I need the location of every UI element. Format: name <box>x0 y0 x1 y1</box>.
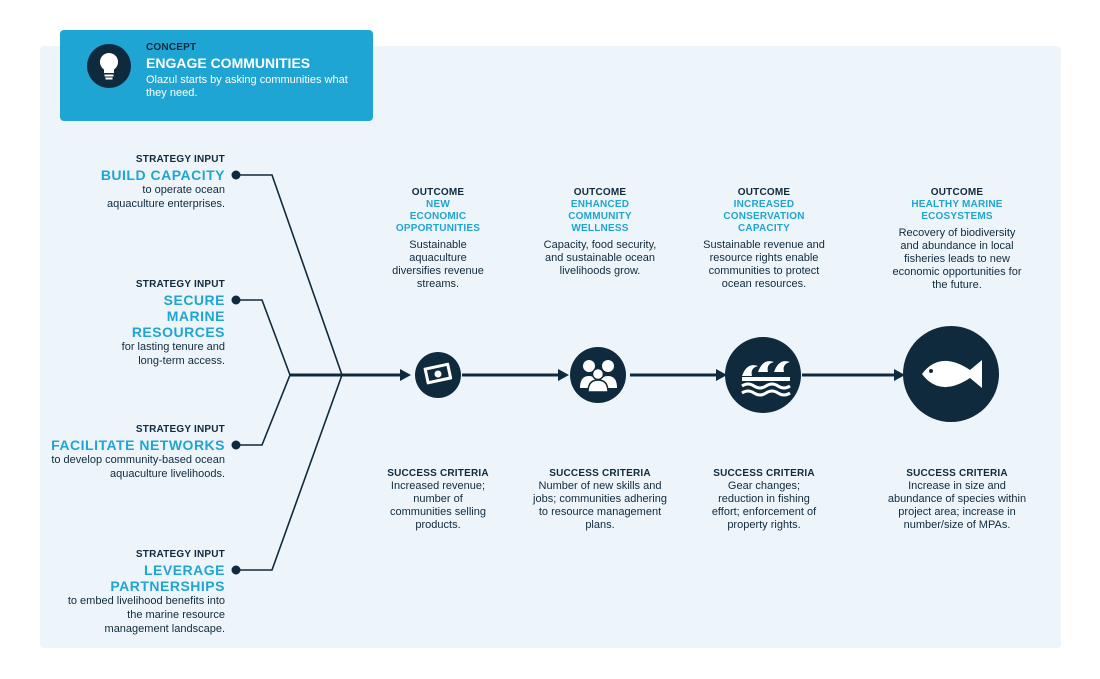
outcome-increased-conservation-capacity: OUTCOME INCREASED CONSERVATION CAPACITY … <box>689 186 839 291</box>
connector-facilitate-networks <box>236 374 291 446</box>
outcome-title: HEALTHY MARINE ECOSYSTEMS <box>911 199 1003 222</box>
arrowhead <box>400 369 411 381</box>
outcome-kicker: OUTCOME <box>737 187 791 198</box>
strategy-input-title: LEVERAGE PARTNERSHIPS <box>110 562 225 594</box>
arrowhead <box>894 369 905 381</box>
connector-leverage-partnerships <box>236 374 343 571</box>
success-criteria-description: Gear changes; reduction in fishing effor… <box>711 480 817 531</box>
strategy-input-description: to develop community-based ocean aquacul… <box>51 454 225 480</box>
outcome-kicker: OUTCOME <box>930 187 984 198</box>
connector-dot <box>231 170 241 180</box>
flow-arrowheads <box>400 369 905 381</box>
strategy-input-build-capacity: STRATEGY INPUT BUILD CAPACITY to operate… <box>10 153 225 211</box>
success-criteria-description: Increase in size and abundance of specie… <box>887 480 1027 531</box>
lightbulb-icon <box>87 44 131 88</box>
success-criteria-2: SUCCESS CRITERIA Number of new skills an… <box>525 467 675 532</box>
outcome-description: Sustainable aquaculture diversifies reve… <box>392 239 484 290</box>
outcome-enhanced-community-wellness: OUTCOME ENHANCED COMMUNITY WELLNESS Capa… <box>525 186 675 278</box>
outcome-title: ENHANCED COMMUNITY WELLNESS <box>568 199 632 234</box>
connector-dot <box>231 565 241 575</box>
strategy-input-kicker: STRATEGY INPUT <box>135 549 225 560</box>
outcome-description: Capacity, food security, and sustainable… <box>543 239 657 277</box>
strategy-input-kicker: STRATEGY INPUT <box>135 424 225 435</box>
success-criteria-description: Increased revenue; number of communities… <box>390 480 486 531</box>
connector-build-capacity <box>236 174 343 376</box>
outcome-kicker: OUTCOME <box>573 187 627 198</box>
concept-description: Olazul starts by asking communities what… <box>146 74 348 99</box>
money-icon <box>415 352 461 398</box>
concept-box: CONCEPT ENGAGE COMMUNITIES Olazul starts… <box>60 30 373 121</box>
success-criteria-kicker: SUCCESS CRITERIA <box>713 468 815 479</box>
outcome-kicker: OUTCOME <box>411 187 465 198</box>
success-criteria-kicker: SUCCESS CRITERIA <box>549 468 651 479</box>
arrowhead <box>716 369 727 381</box>
outcome-description: Sustainable revenue and resource rights … <box>703 239 825 290</box>
people-icon <box>570 347 626 403</box>
outcome-title: NEW ECONOMIC OPPORTUNITIES <box>395 199 481 234</box>
success-criteria-4: SUCCESS CRITERIA Increase in size and ab… <box>882 467 1032 532</box>
strategy-input-title: SECURE MARINE RESOURCES <box>131 292 225 340</box>
strategy-input-title: FACILITATE NETWORKS <box>51 437 225 453</box>
success-criteria-kicker: SUCCESS CRITERIA <box>387 468 489 479</box>
connector-dot <box>231 440 241 450</box>
waves-icon <box>725 337 801 413</box>
strategy-input-description: to operate ocean aquaculture enterprises… <box>106 184 225 210</box>
diagram-panel <box>40 46 1061 648</box>
strategy-input-description: to embed livelihood benefits into the ma… <box>67 595 225 635</box>
outcome-new-economic-opportunities: OUTCOME NEW ECONOMIC OPPORTUNITIES Susta… <box>363 186 513 291</box>
outcome-description: Recovery of biodiversity and abundance i… <box>892 227 1022 291</box>
success-criteria-3: SUCCESS CRITERIA Gear changes; reduction… <box>689 467 839 532</box>
success-criteria-description: Number of new skills and jobs; communiti… <box>533 480 667 531</box>
connector-dot <box>231 295 241 305</box>
success-criteria-1: SUCCESS CRITERIA Increased revenue; numb… <box>363 467 513 532</box>
strategy-input-leverage-partnerships: STRATEGY INPUT LEVERAGE PARTNERSHIPS to … <box>10 548 225 636</box>
success-criteria-kicker: SUCCESS CRITERIA <box>906 468 1008 479</box>
strategy-input-kicker: STRATEGY INPUT <box>135 279 225 290</box>
strategy-input-facilitate-networks: STRATEGY INPUT FACILITATE NETWORKS to de… <box>10 423 225 481</box>
strategy-input-kicker: STRATEGY INPUT <box>135 154 225 165</box>
strategy-input-description: for lasting tenure and long-term access. <box>121 341 225 367</box>
strategy-input-secure-marine-resources: STRATEGY INPUT SECURE MARINE RESOURCES f… <box>10 278 225 368</box>
concept-title: ENGAGE COMMUNITIES <box>146 55 311 71</box>
concept-kicker: CONCEPT <box>146 42 197 53</box>
arrowhead <box>558 369 569 381</box>
connector-secure-marine-resources <box>236 299 291 376</box>
outcome-healthy-marine-ecosystems: OUTCOME HEALTHY MARINE ECOSYSTEMS Recove… <box>882 186 1032 292</box>
fish-icon <box>903 326 999 422</box>
connector-dots <box>231 170 241 575</box>
outcome-title: INCREASED CONSERVATION CAPACITY <box>723 199 805 234</box>
input-connectors <box>236 174 343 571</box>
strategy-input-title: BUILD CAPACITY <box>100 167 225 183</box>
